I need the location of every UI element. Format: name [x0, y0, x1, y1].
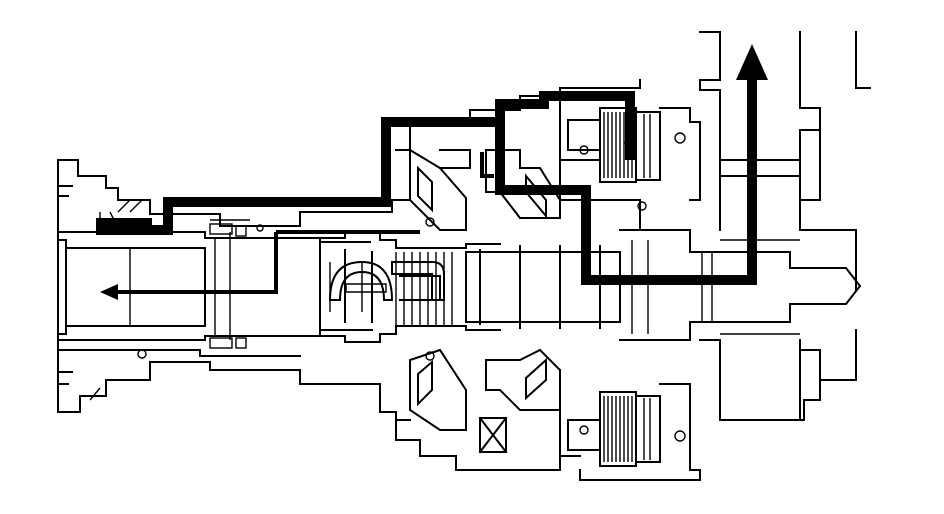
power-flow-lower-path — [100, 230, 420, 300]
arrow-left-icon — [100, 284, 118, 300]
arrow-up-icon — [736, 44, 768, 80]
power-flow-upper-path — [96, 44, 768, 285]
right-output-housing — [689, 31, 871, 421]
clutch-packs — [559, 95, 701, 481]
arrow-down-small-icon — [624, 142, 636, 156]
